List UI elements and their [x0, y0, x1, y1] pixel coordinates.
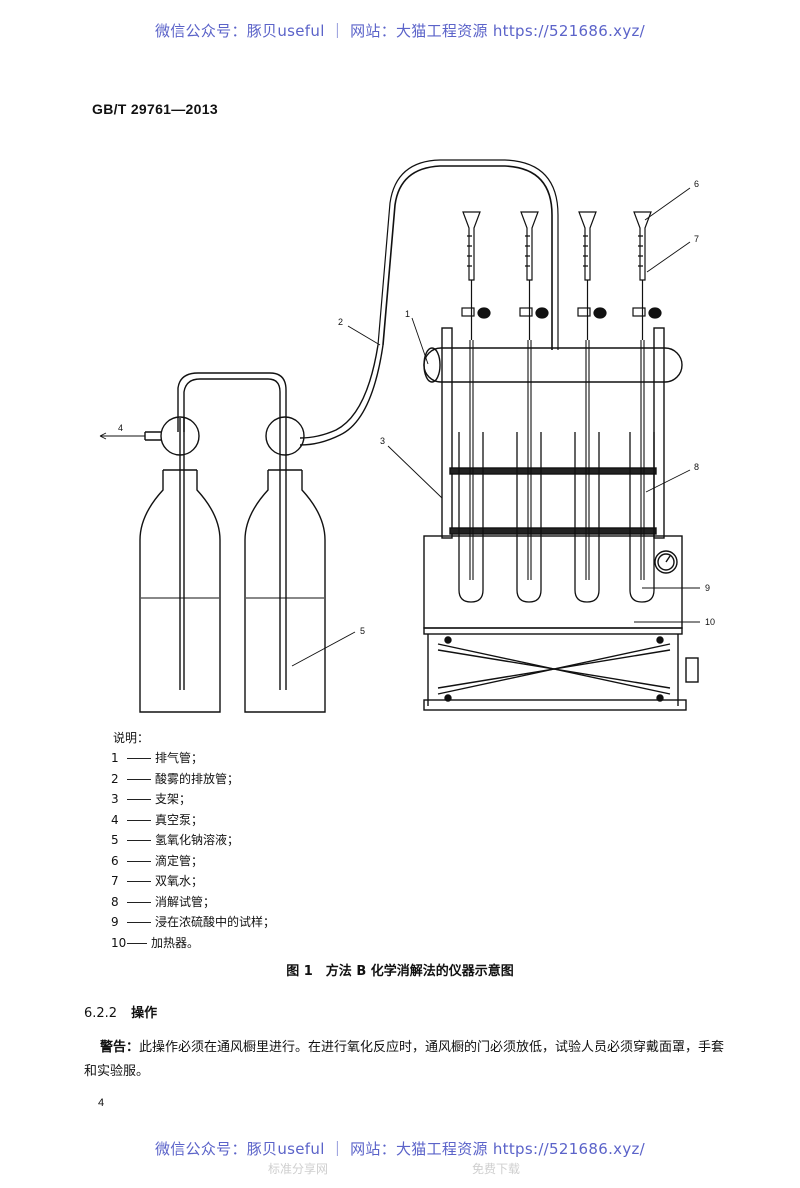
- callout-10: 10: [705, 617, 715, 627]
- warning-paragraph: 警告：此操作必须在通风橱里进行。在进行氧化反应时，通风橱的门必须放低，试验人员必…: [84, 1036, 734, 1084]
- callout-1: 1: [405, 309, 410, 319]
- apparatus-diagram: 1 2 3 4 5 6 7 8 9 10: [99, 159, 715, 713]
- callout-7: 7: [694, 234, 699, 244]
- rack: [423, 327, 683, 539]
- section-number: 6.2.2: [84, 1006, 118, 1021]
- watermark-faint-left: 标准分享网: [268, 1162, 329, 1176]
- connector-tube: [299, 344, 384, 446]
- lift-stand: [423, 634, 699, 711]
- figure-caption: 图 1 方法 B 化学消解法的仪器示意图: [286, 964, 514, 979]
- warning-label: 警告：: [100, 1040, 140, 1055]
- standard-number: GB/T 29761—2013: [92, 101, 218, 117]
- digestion-tubes: [458, 432, 655, 603]
- watermark-bottom: 微信公众号：豚贝useful ｜ 网站：大猫工程资源 https://52168…: [154, 1140, 646, 1158]
- callout-3: 3: [380, 436, 385, 446]
- heater: [423, 535, 683, 635]
- acid-mist-tube: [382, 165, 553, 350]
- watermark-top: 微信公众号：豚贝useful ｜ 网站：大猫工程资源 https://52168…: [154, 22, 646, 40]
- section-title: 操作: [131, 1006, 158, 1021]
- callout-6: 6: [694, 179, 699, 189]
- callout-5: 5: [360, 626, 365, 636]
- bottle-left: [139, 416, 221, 713]
- callout-2: 2: [338, 317, 343, 327]
- callout-4: 4: [118, 423, 123, 433]
- section-heading: 6.2.2 操作: [84, 1002, 157, 1021]
- bottle-right: [244, 416, 326, 713]
- watermark-faint-right: 免费下载: [472, 1162, 521, 1176]
- burettes: [461, 211, 662, 340]
- callout-8: 8: [694, 462, 699, 472]
- bridge-tube: [177, 372, 287, 690]
- warning-text: 此操作必须在通风橱里进行。在进行氧化反应时，通风橱的门必须放低，试验人员必须穿戴…: [84, 1040, 725, 1079]
- callout-9: 9: [705, 583, 710, 593]
- legend-title: 说明：: [113, 731, 150, 745]
- page-number: 4: [98, 1097, 105, 1109]
